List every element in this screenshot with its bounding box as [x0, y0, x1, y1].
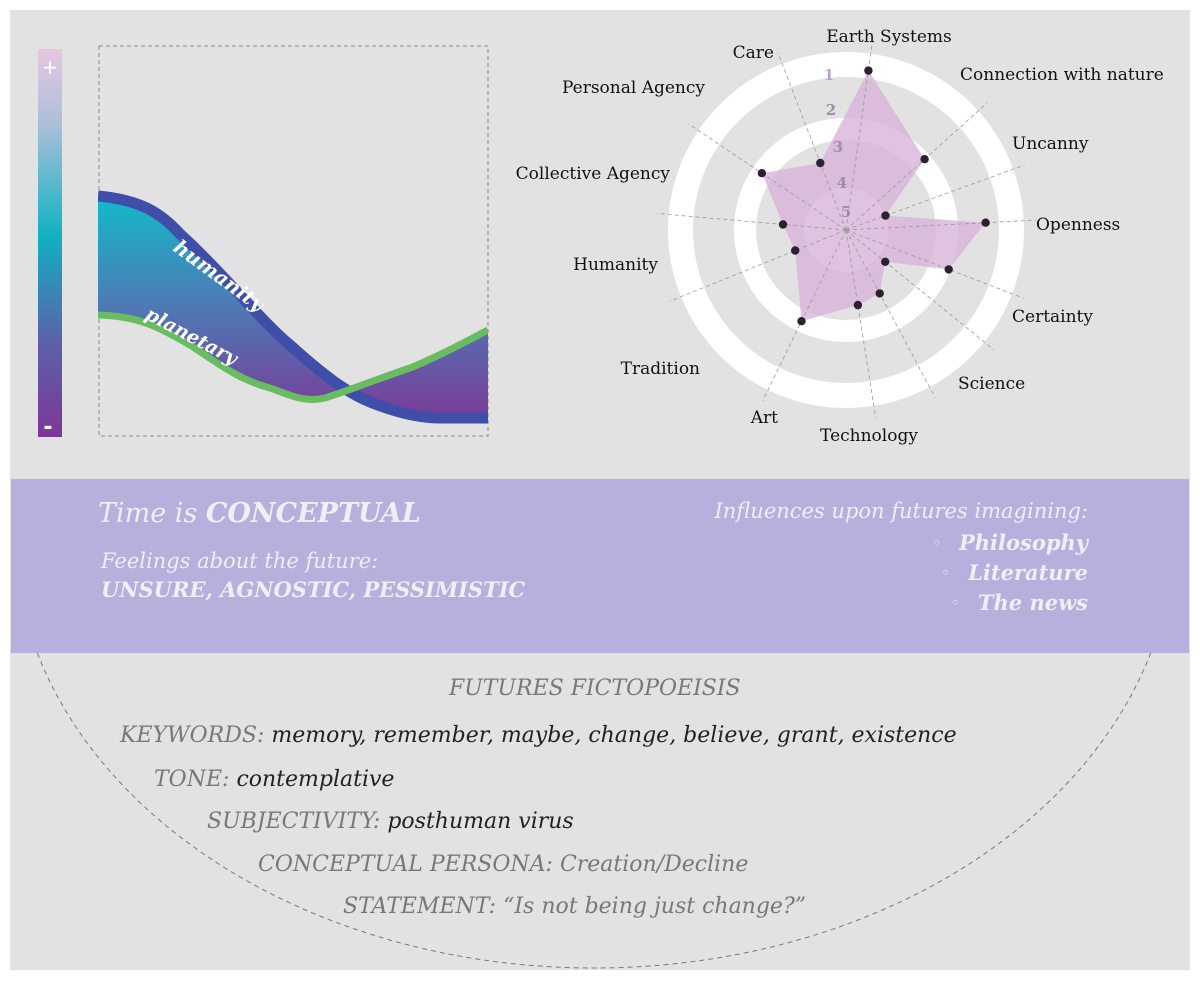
- curve-plot-frame: [98, 45, 489, 437]
- persona-value: Creation/Decline: [559, 852, 749, 877]
- radar-area: [761, 70, 986, 322]
- list-item: ◦ The news: [932, 588, 1088, 618]
- radar-point: [864, 66, 873, 75]
- keywords-line: KEYWORDS: memory, remember, maybe, chang…: [120, 723, 957, 748]
- radar-axis-label: Openness: [1036, 215, 1120, 235]
- radar-spoke: [656, 213, 847, 231]
- fictopoeisis-title: FUTURES FICTOPOEISIS: [449, 676, 741, 701]
- radar-point: [797, 317, 806, 326]
- influence-label: Literature: [968, 560, 1088, 585]
- radar-spoke: [845, 164, 1025, 231]
- radar-axis-label: Tradition: [621, 359, 700, 379]
- radar-point: [920, 155, 929, 164]
- radar-spoke: [762, 229, 847, 401]
- radar-spoke: [845, 102, 988, 231]
- radar-point: [791, 246, 800, 255]
- radar-axis-label: Humanity: [573, 255, 658, 275]
- radar-spoke: [669, 229, 847, 302]
- statement-value: “Is not being just change?”: [503, 894, 806, 919]
- radar-axis-label: Care: [733, 43, 774, 63]
- fictopoeisis-title-text: FUTURES FICTOPOEISIS: [449, 676, 741, 701]
- list-item: ◦ Philosophy: [932, 528, 1088, 558]
- tone-line: TONE: contemplative: [154, 767, 394, 792]
- feelings-values: UNSURE, AGNOSTIC, PESSIMISTIC: [101, 577, 526, 602]
- subjectivity-value: posthuman virus: [387, 809, 574, 834]
- radar-axis-label: Collective Agency: [516, 164, 671, 184]
- radar-point: [778, 220, 788, 229]
- radar-axis-label: Uncanny: [1012, 134, 1089, 154]
- radar-point: [875, 289, 884, 298]
- radar-axis-label: Science: [958, 374, 1025, 394]
- planetary-curve: [98, 311, 488, 404]
- tone-label: TONE:: [154, 767, 230, 792]
- statement-label: STATEMENT:: [343, 894, 497, 919]
- scale-plus-label: +: [42, 55, 59, 79]
- influence-label: The news: [977, 590, 1088, 615]
- persona-line: CONCEPTUAL PERSONA: Creation/Decline: [258, 852, 748, 877]
- keywords-value: memory, remember, maybe, change, believe…: [271, 723, 957, 748]
- scale-minus-label: -: [43, 415, 52, 440]
- radar-point: [981, 218, 990, 227]
- tone-value: contemplative: [236, 767, 395, 792]
- radar-axis-label: Technology: [820, 426, 918, 446]
- bullet-icon: ◦: [932, 534, 941, 552]
- radar-scale-label: 4: [837, 174, 847, 192]
- radar-spoke: [845, 219, 1036, 231]
- radar-scale-label: 3: [833, 138, 843, 156]
- statement-line: STATEMENT: “Is not being just change?”: [343, 894, 806, 919]
- time-statement: Time is CONCEPTUAL: [98, 498, 421, 529]
- radar-point: [881, 211, 890, 220]
- radar-point: [757, 169, 767, 178]
- radar-scale-label: 1: [824, 66, 834, 84]
- radar-point: [816, 158, 825, 168]
- radar-axis-label: Art: [750, 408, 778, 428]
- list-item: ◦ Literature: [932, 558, 1088, 588]
- time-value: CONCEPTUAL: [205, 498, 421, 529]
- radar-axis-label: Earth Systems: [826, 27, 952, 47]
- bullet-icon: ◦: [941, 564, 951, 582]
- influences-list: ◦ Philosophy ◦ Literature ◦ The news: [932, 528, 1088, 618]
- feelings-label: Feelings about the future:: [101, 549, 379, 573]
- time-prefix: Time is: [98, 498, 206, 529]
- radar-axis-label: Personal Agency: [562, 78, 705, 98]
- humanity-curve: [98, 190, 488, 424]
- radar-spoke: [845, 229, 936, 398]
- radar-spoke: [777, 52, 847, 231]
- subjectivity-line: SUBJECTIVITY: posthuman virus: [207, 809, 574, 834]
- radar-point: [881, 257, 890, 266]
- persona-label: CONCEPTUAL PERSONA:: [258, 852, 553, 877]
- radar-axis-label: Connection with nature: [960, 65, 1164, 85]
- radar-axis-label: Certainty: [1012, 307, 1093, 327]
- radar-scale-label: 2: [826, 101, 836, 119]
- radar-spoke: [845, 229, 994, 350]
- radar-spoke: [688, 123, 847, 231]
- radar-spoke: [845, 229, 877, 418]
- subjectivity-label: SUBJECTIVITY:: [207, 809, 381, 834]
- value-scale-bar: [38, 49, 62, 437]
- radar-spoke: [845, 229, 1024, 299]
- radar-point: [853, 300, 863, 310]
- radar-spoke: [845, 41, 873, 231]
- keywords-label: KEYWORDS:: [120, 723, 265, 748]
- radar-scale-label: 5: [841, 203, 851, 221]
- bullet-icon: ◦: [951, 594, 960, 612]
- influences-title: Influences upon futures imagining:: [714, 499, 1088, 523]
- influence-label: Philosophy: [958, 530, 1088, 555]
- radar-point: [944, 265, 953, 274]
